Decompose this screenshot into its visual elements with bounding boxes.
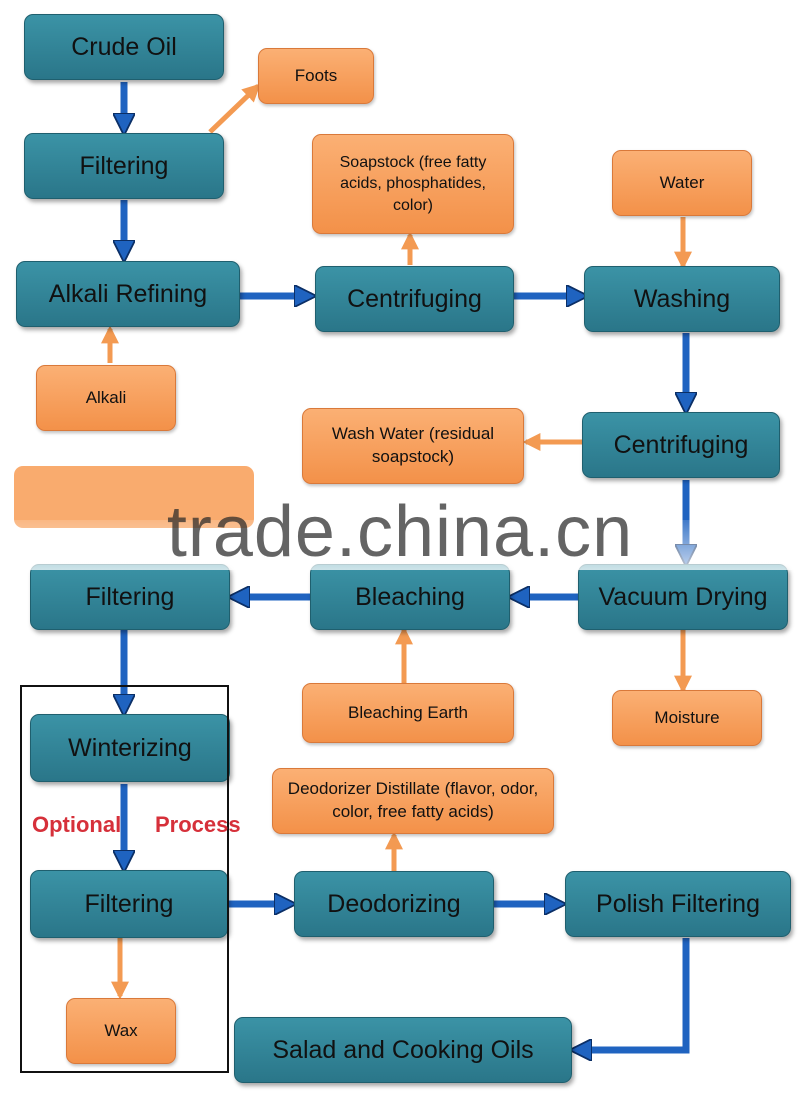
watermark: trade.china.cn	[166, 492, 634, 572]
optional-label: Optional	[32, 812, 122, 837]
optional-process-frame	[20, 685, 229, 1073]
haze-band	[0, 520, 800, 570]
step-washing: Washing	[584, 266, 780, 332]
step-winterizing: Winterizing	[30, 714, 230, 782]
step-centrifuging-2: Centrifuging	[582, 412, 780, 478]
byproduct-deodorizer-distillate: Deodorizer Distillate (flavor, odor, col…	[272, 768, 554, 834]
arrow-filtering-to-foots	[208, 83, 261, 134]
step-filtering-3: Filtering	[30, 870, 228, 938]
step-filtering-1: Filtering	[24, 133, 224, 199]
step-salad-cooking-oils: Salad and Cooking Oils	[234, 1017, 572, 1083]
step-bleaching: Bleaching	[310, 564, 510, 630]
step-crude-oil: Crude Oil	[24, 14, 224, 80]
step-deodorizing: Deodorizing	[294, 871, 494, 937]
process-label: Process	[155, 812, 241, 837]
byproduct-foots: Foots	[258, 48, 374, 104]
step-vacuum-drying: Vacuum Drying	[578, 564, 788, 630]
arrow-polish-to-salad	[574, 938, 690, 1050]
byproduct-wax: Wax	[66, 998, 176, 1064]
byproduct-wash-water: Wash Water (residual soapstock)	[302, 408, 524, 484]
byproduct-soapstock: Soapstock (free fatty acids, phosphatide…	[312, 134, 514, 234]
input-water: Water	[612, 150, 752, 216]
input-bleaching-earth: Bleaching Earth	[302, 683, 514, 743]
step-filtering-2: Filtering	[30, 564, 230, 630]
step-centrifuging-1: Centrifuging	[315, 266, 514, 332]
byproduct-moisture: Moisture	[612, 690, 762, 746]
obscured-box	[14, 466, 254, 528]
step-alkali-refining: Alkali Refining	[16, 261, 240, 327]
step-polish-filtering: Polish Filtering	[565, 871, 791, 937]
input-alkali: Alkali	[36, 365, 176, 431]
